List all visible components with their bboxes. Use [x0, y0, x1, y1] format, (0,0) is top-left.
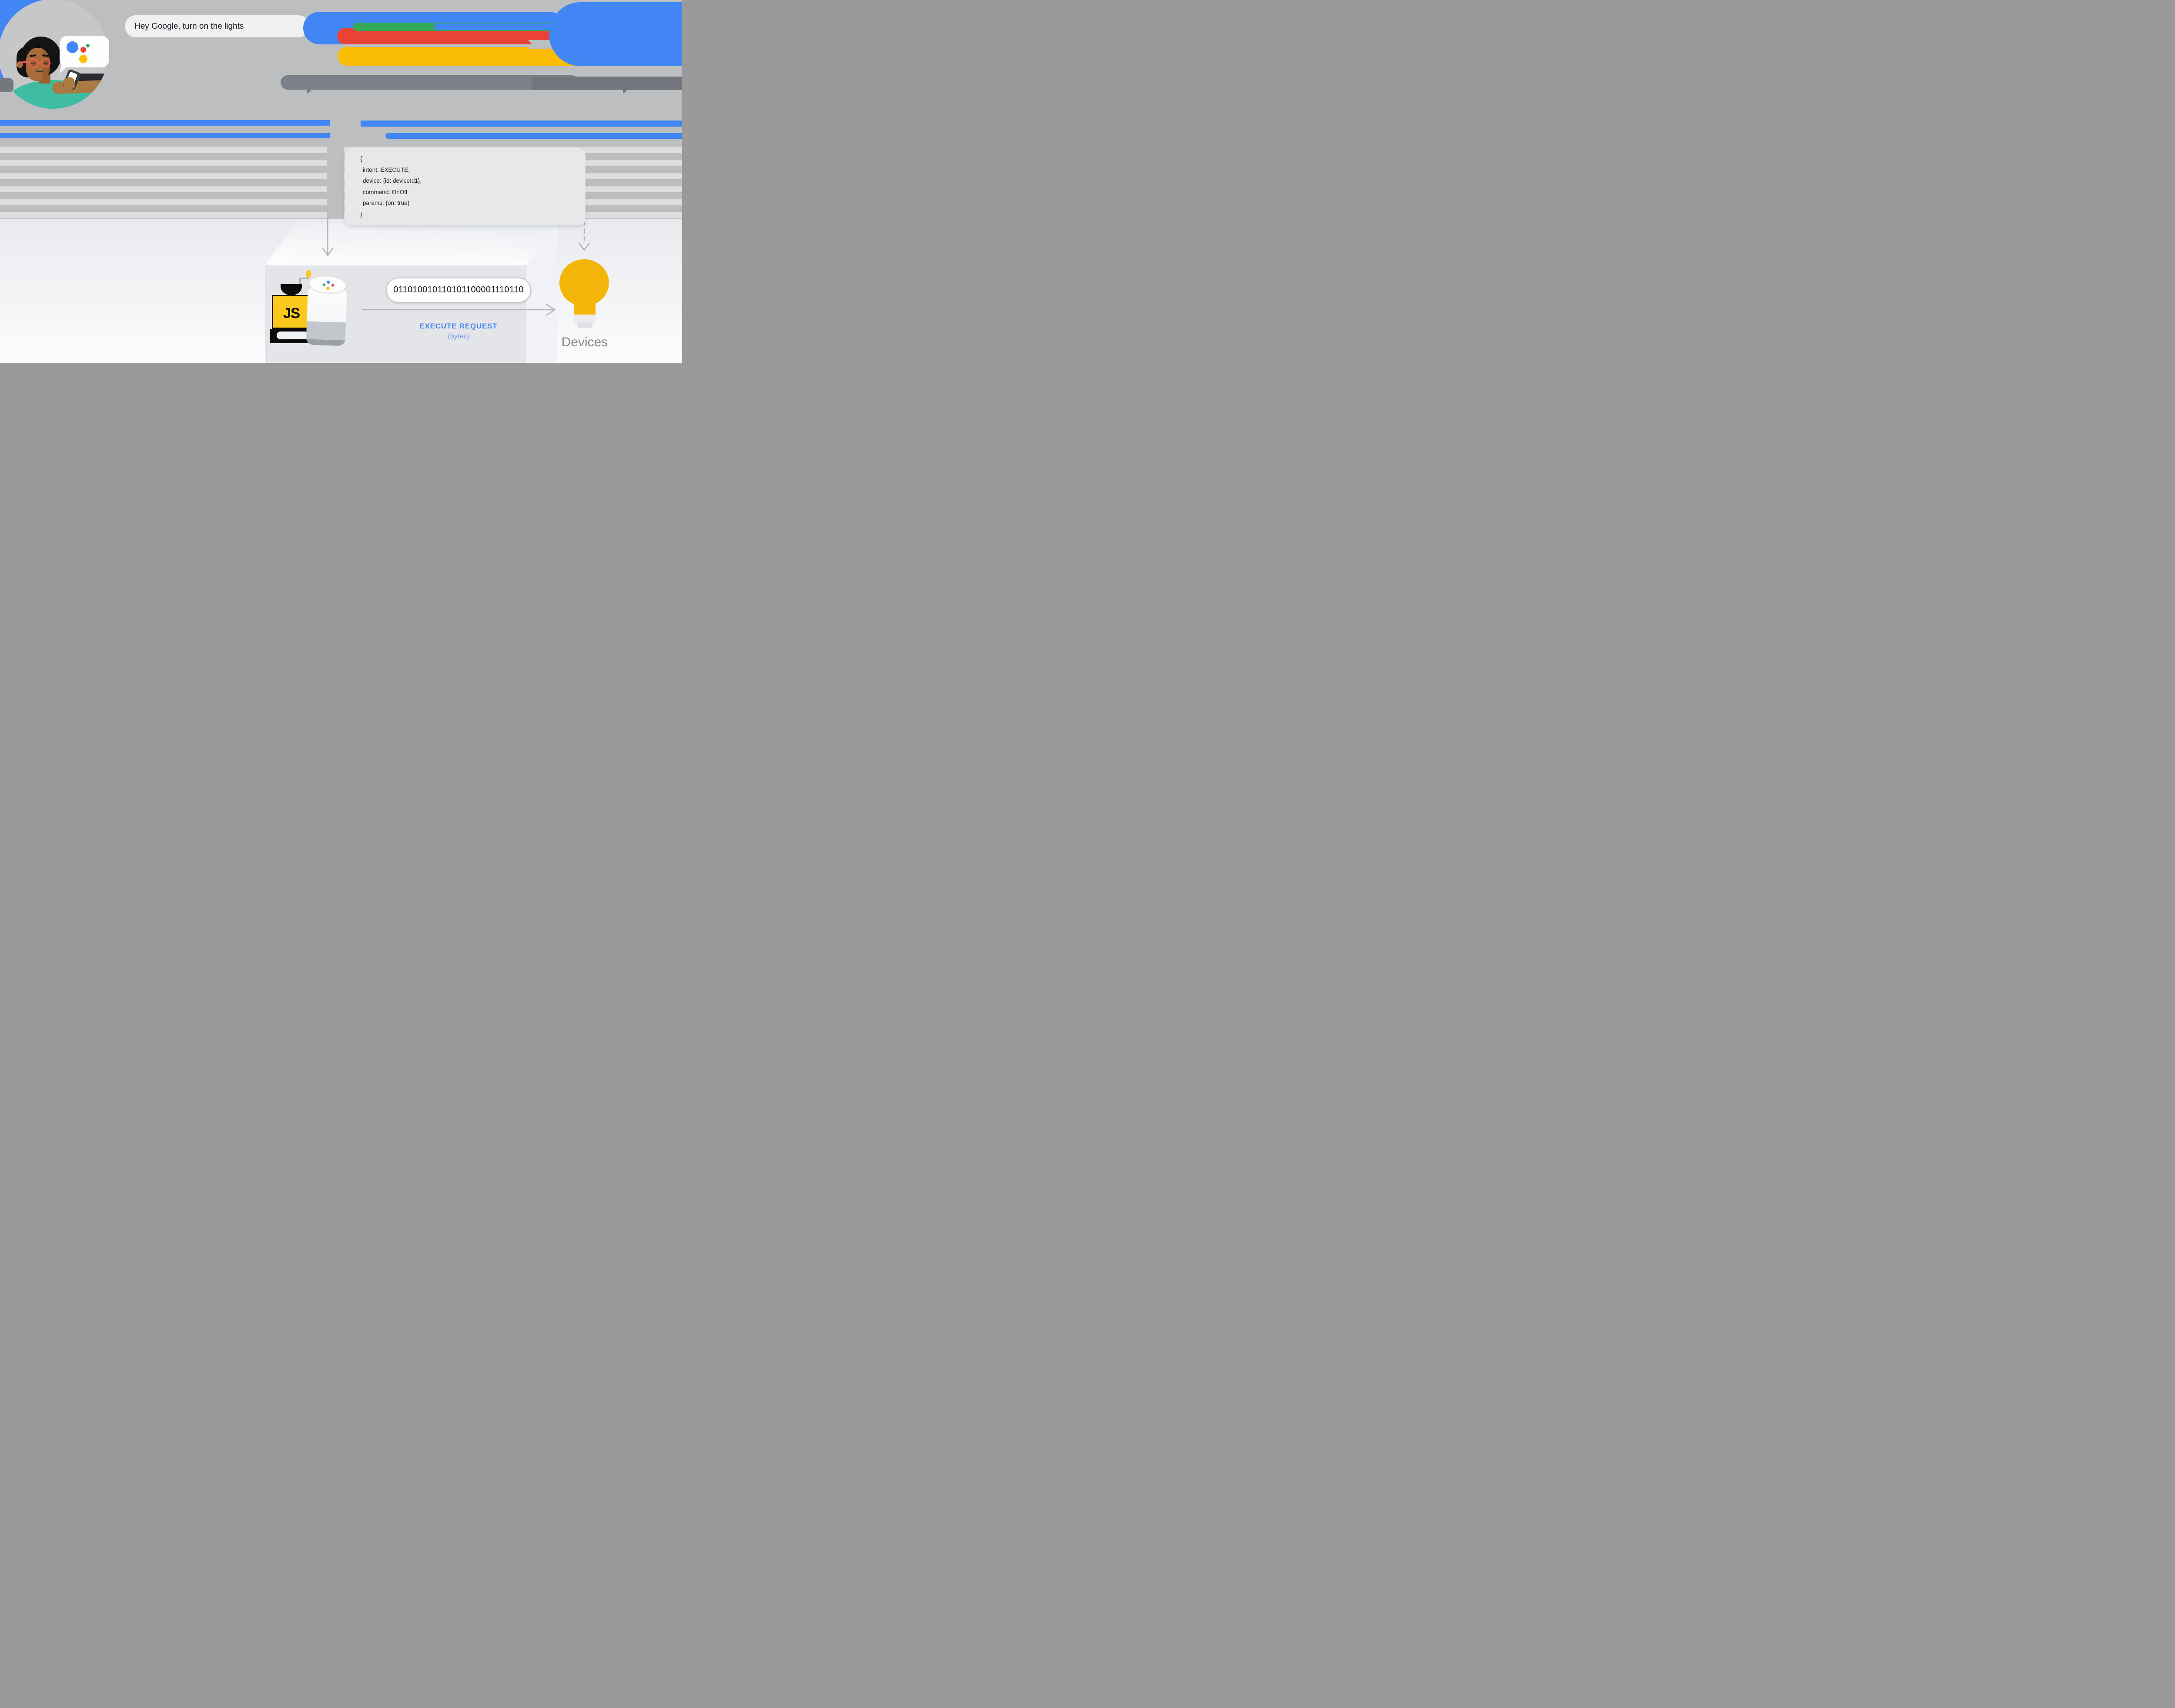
js-machine-crank [299, 278, 309, 284]
table-right-face [526, 223, 557, 363]
redacted-gray-bar-left [281, 75, 579, 90]
speaker-dot-yellow [326, 286, 330, 290]
assistant-bubble [60, 36, 109, 67]
redacted-gray-bar-right-tail [623, 89, 629, 93]
execute-request-label: EXECUTE REQUEST [419, 322, 498, 330]
js-logo-icon: JS [283, 305, 300, 321]
redacted-blue-line-right-2 [385, 133, 682, 139]
js-machine-slot [277, 332, 309, 339]
code-line: } [360, 211, 362, 218]
binary-payload-text: 011010010110101100001110110 [393, 285, 524, 295]
code-line: { [360, 155, 362, 162]
person-avatar [0, 0, 108, 109]
js-machine: JS [272, 295, 311, 329]
connector-pillar [327, 147, 344, 219]
devices-label: Devices [561, 335, 608, 349]
assistant-bar-small-blue [435, 23, 553, 30]
lightbulb-neck [574, 303, 596, 315]
code-line: intent: EXECUTE, [363, 166, 410, 173]
avatar-eye [31, 61, 36, 64]
code-line: command: OnOff [363, 188, 408, 195]
speech-bubble [125, 15, 309, 37]
lightbulb-base [574, 315, 596, 323]
avatar-eye [43, 61, 48, 64]
binary-pill [386, 278, 531, 303]
speaker-dot-blue [327, 280, 330, 284]
speaker-dot-green [322, 283, 326, 286]
assistant-bar-yellow [338, 47, 581, 66]
code-line: device: {id: deviceId1}, [363, 177, 422, 184]
intent-code-text: { intent: EXECUTE, device: {id: deviceId… [360, 153, 543, 220]
avatar-glasses-bridge [38, 62, 42, 64]
redacted-gray-bar-right [532, 77, 682, 90]
redacted-gray-bar-left-tail [307, 88, 313, 93]
user-query-text: Hey Google, turn on the lights [134, 22, 244, 31]
redacted-blue-line-left-2 [0, 133, 330, 138]
redacted-gray-bar-edge [0, 78, 13, 92]
assistant-logo-dot-yellow [79, 55, 87, 63]
speaker-dot-red [331, 284, 335, 287]
avatar-smile [35, 68, 44, 72]
assistant-blue-blob [549, 2, 682, 66]
js-machine-antenna [306, 270, 311, 278]
lightbulb-icon [559, 259, 609, 306]
page-background: Hey Google, turn on the lights { intent:… [0, 0, 682, 363]
avatar-arm [52, 80, 108, 94]
redacted-blue-line-right-1 [361, 121, 682, 127]
speaker-fabric-band [306, 321, 346, 341]
assistant-logo-dot-red [80, 47, 86, 53]
down-arrow-icon [322, 217, 334, 256]
bytes-label: (bytes) [448, 333, 469, 340]
assistant-logo-dot-green [86, 44, 90, 47]
table-top-face [265, 223, 557, 265]
assistant-logo-icon [67, 41, 78, 53]
intent-code-bubble [345, 148, 586, 225]
code-line: params: {on: true} [363, 200, 410, 207]
redacted-blue-line-left-1 [0, 120, 330, 126]
right-arrow-icon [361, 304, 555, 316]
lightbulb-base-tip [577, 323, 592, 328]
